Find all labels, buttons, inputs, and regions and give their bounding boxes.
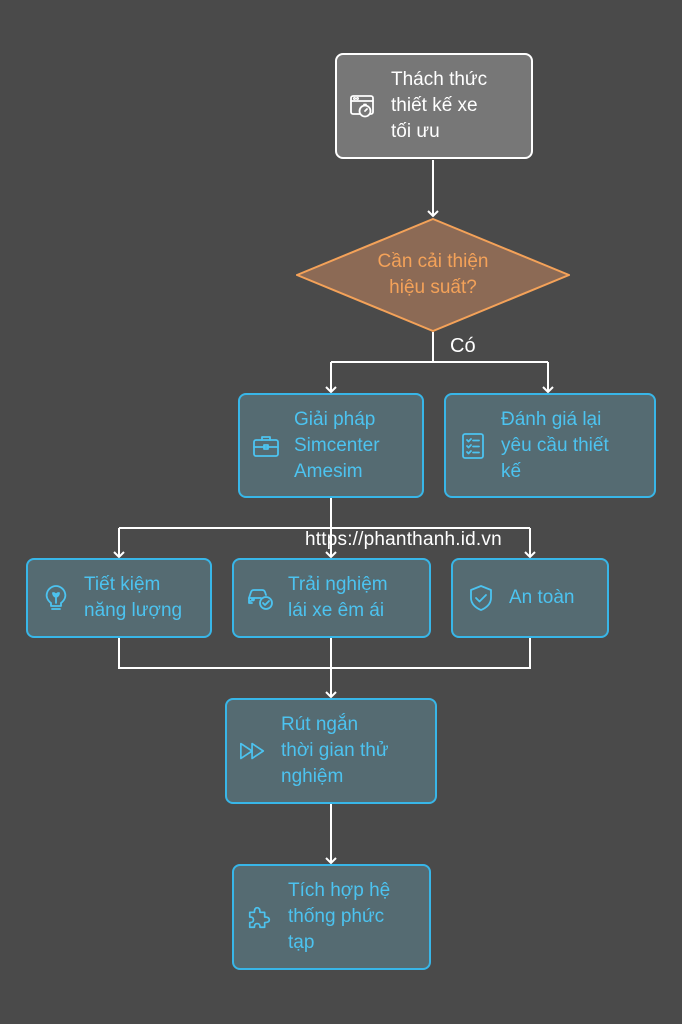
node-driving[interactable]: Trải nghiệm lái xe êm ái	[232, 558, 431, 638]
node-energy-label: Tiết kiệm năng lượng	[84, 574, 183, 621]
node-simcenter-label: Giải pháp Simcenter Amesim	[294, 408, 380, 482]
node-testing-label: Rút ngắn thời gian thử nghiệm	[281, 714, 389, 787]
puzzle-icon	[246, 903, 274, 931]
node-safety[interactable]: An toàn	[451, 558, 609, 638]
node-simcenter[interactable]: Giải pháp Simcenter Amesim	[238, 393, 424, 498]
car-check-icon	[246, 584, 274, 612]
browser-stopwatch-icon	[349, 92, 377, 120]
node-integration[interactable]: Tích hợp hệ thống phức tạp	[232, 864, 431, 970]
fast-forward-icon	[239, 737, 267, 765]
edge-decision-split	[331, 332, 548, 363]
shield-check-icon	[467, 584, 495, 612]
briefcase-icon	[252, 432, 280, 460]
node-reassess[interactable]: Đánh giá lại yêu cầu thiết kế	[444, 393, 656, 498]
node-reassess-label: Đánh giá lại yêu cầu thiết kế	[501, 408, 609, 482]
decision-diamond	[294, 217, 572, 333]
watermark-url: https://phanthanh.id.vn	[305, 529, 502, 550]
node-integration-label: Tích hợp hệ thống phức tạp	[288, 880, 391, 953]
node-start-label: Thách thức thiết kế xe tối ưu	[391, 69, 488, 142]
edge-label-yes: Có	[450, 335, 476, 357]
node-decision-label: Cần cải thiện hiệu suất?	[377, 251, 489, 298]
node-driving-label: Trải nghiệm lái xe êm ái	[288, 574, 388, 621]
node-energy[interactable]: Tiết kiệm năng lượng	[26, 558, 212, 638]
checklist-icon	[459, 432, 487, 460]
node-start[interactable]: Thách thức thiết kế xe tối ưu	[335, 53, 533, 159]
lightbulb-leaf-icon	[42, 584, 70, 612]
node-testing[interactable]: Rút ngắn thời gian thử nghiệm	[225, 698, 437, 804]
edge-simcenter-split	[119, 498, 530, 529]
node-safety-label: An toàn	[509, 587, 575, 608]
node-decision[interactable]: Cần cải thiện hiệu suất?	[294, 217, 572, 333]
edge-benefits-merge	[118, 638, 531, 669]
